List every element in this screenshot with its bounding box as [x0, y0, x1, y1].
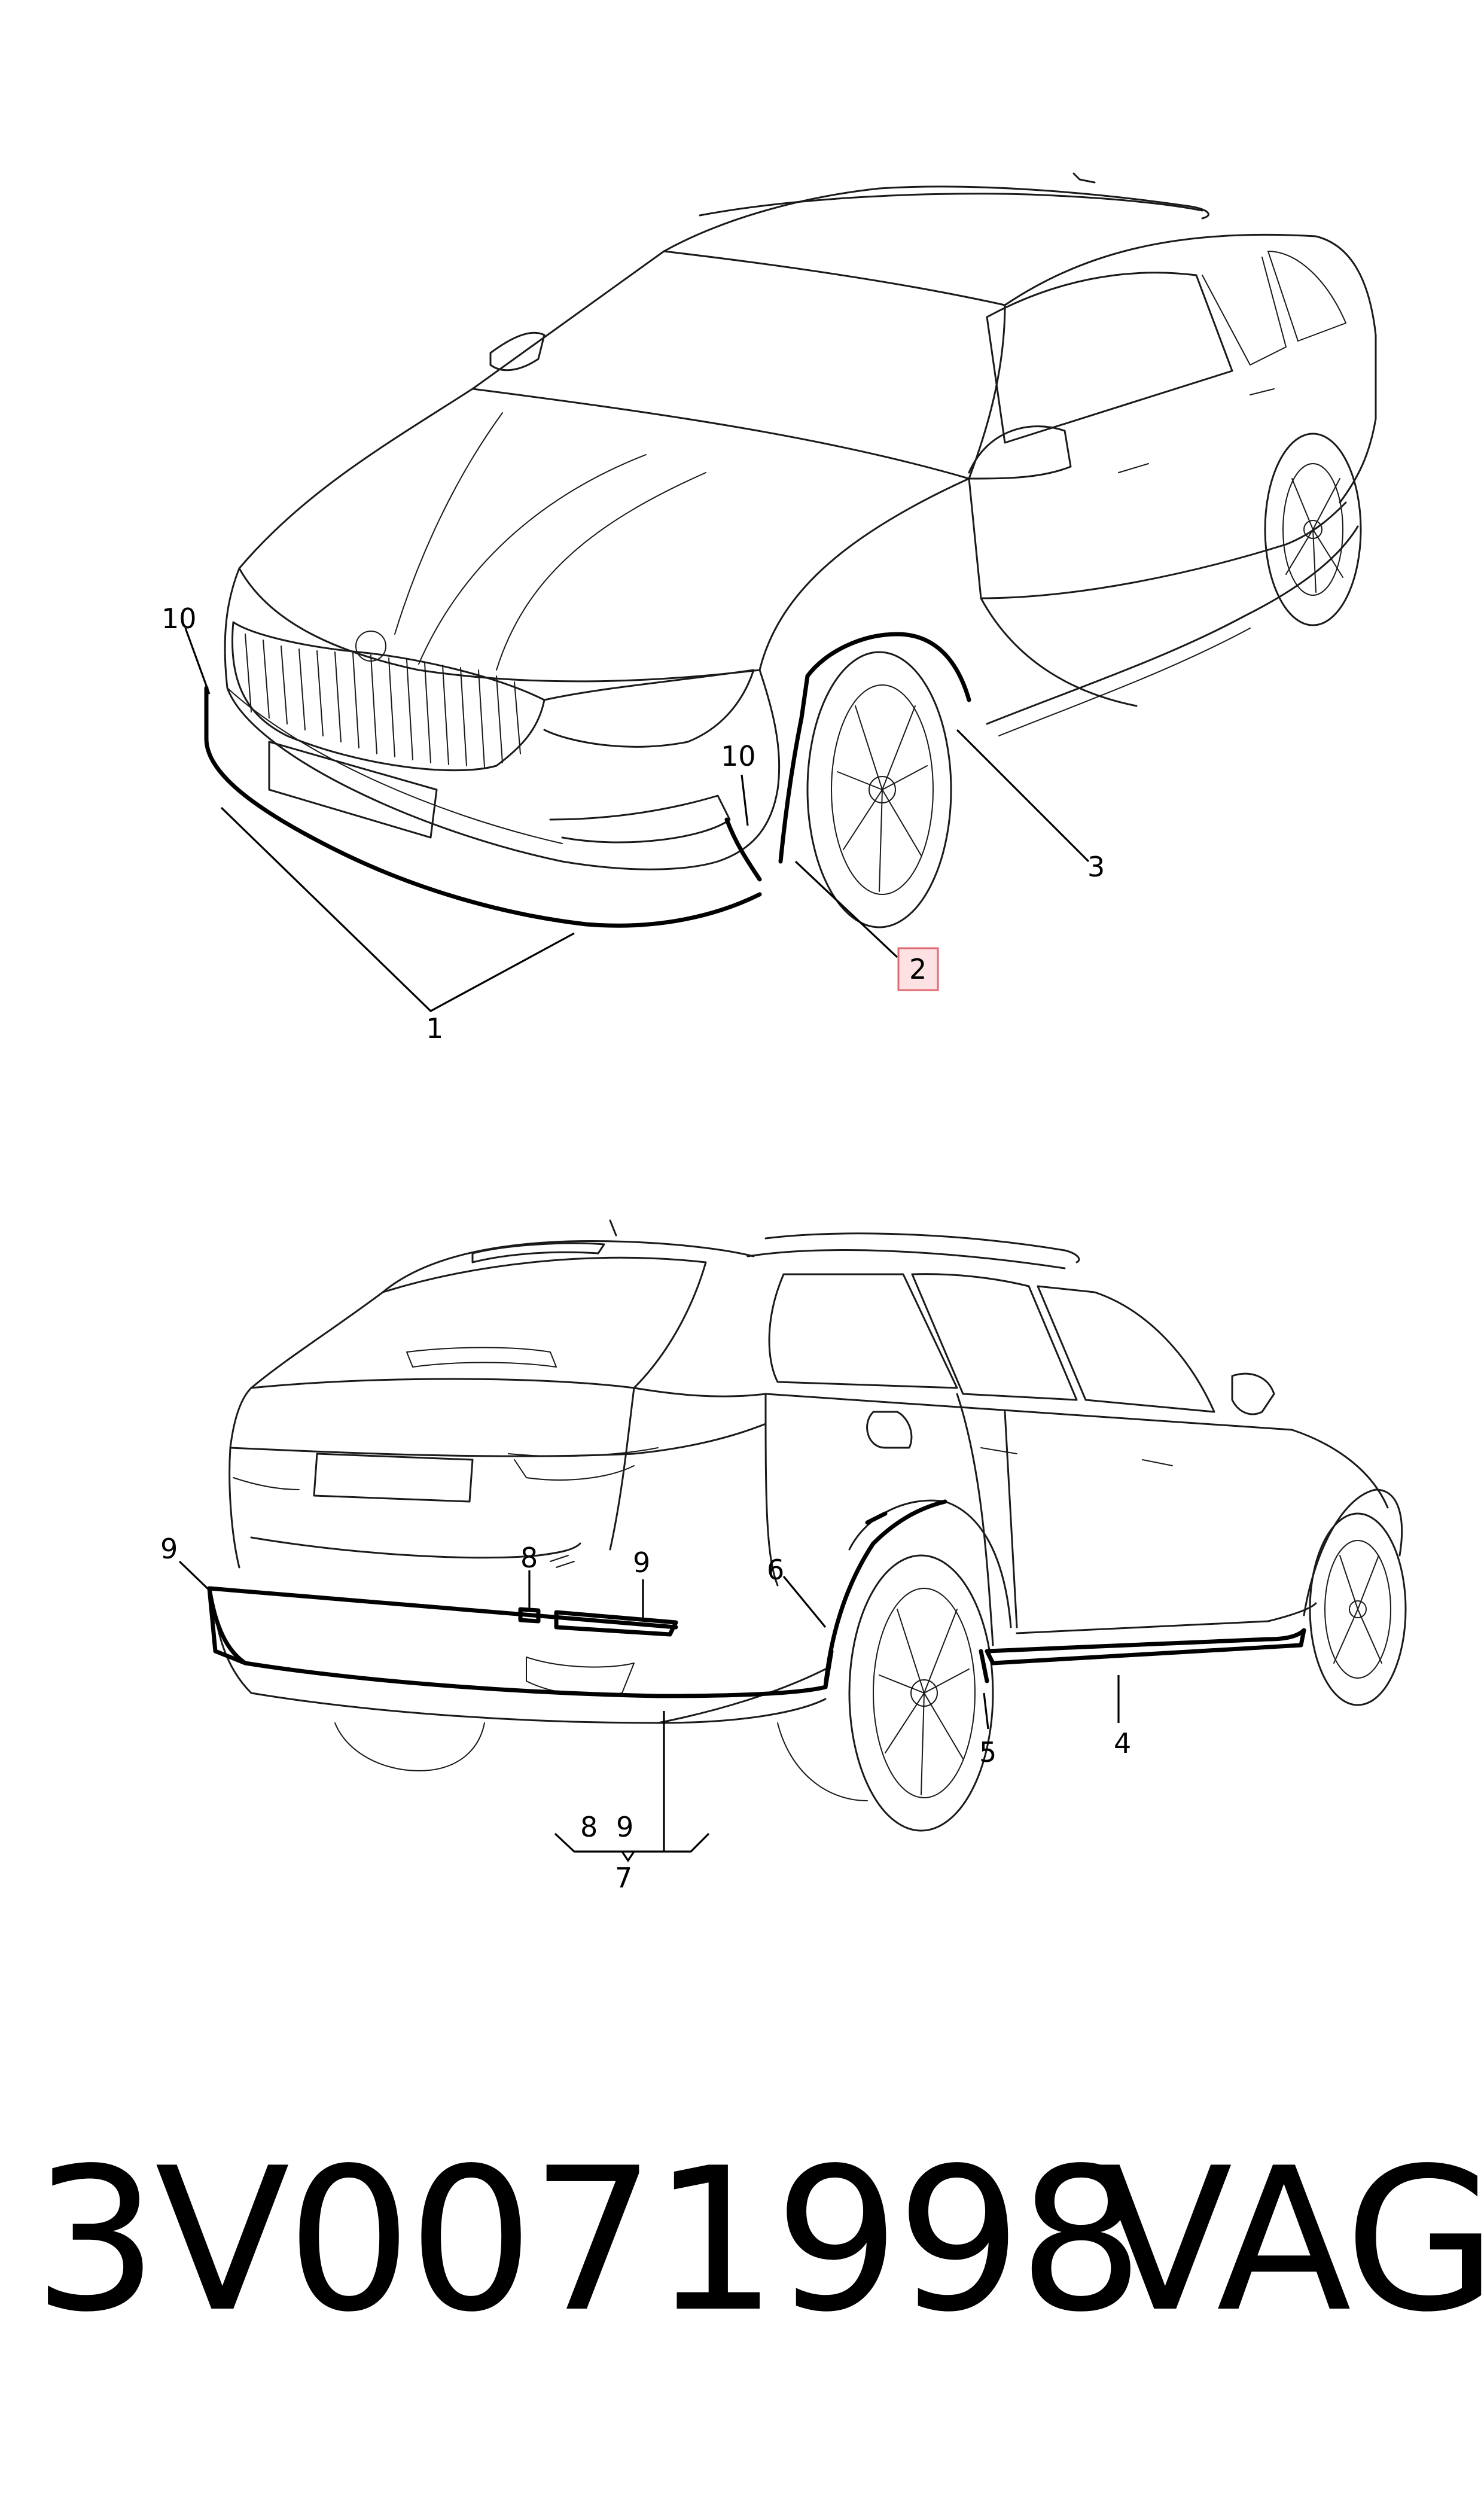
callout-8-group: 8	[580, 1811, 598, 1843]
front-highlighted-parts	[204, 632, 971, 928]
rear-leader-lines	[178, 1560, 1120, 1862]
callout-3: 3	[1087, 851, 1105, 883]
callout-10-front-left: 10	[161, 602, 197, 635]
front-car-illustration	[224, 172, 1377, 928]
rear-highlighted-parts	[207, 1499, 1306, 1698]
callout-6: 6	[767, 1554, 784, 1586]
rear-car-illustration	[214, 1219, 1407, 1832]
callout-2: 2	[909, 953, 927, 985]
front-leader-lines	[184, 628, 1090, 1012]
brand-text: VAG	[1098, 2126, 1484, 2355]
callout-7: 7	[615, 1862, 632, 1894]
callout-9-rear-left: 9	[160, 1533, 178, 1565]
callout-8-rear: 8	[520, 1542, 538, 1574]
callout-9-group: 9	[616, 1811, 633, 1843]
callout-5: 5	[979, 1736, 997, 1768]
front-callouts: 10 10 1 2 3	[161, 602, 1105, 1045]
callout-9-rear-mid: 9	[633, 1546, 650, 1579]
callout-4: 4	[1114, 1727, 1131, 1759]
rear-callouts: 9 8 9 6 5 4 8 9 7	[160, 1533, 1131, 1894]
callout-2-highlight	[897, 947, 939, 991]
callout-1: 1	[426, 1012, 443, 1045]
callout-10-front-right: 10	[721, 740, 756, 772]
part-number-text: 3V0071998	[33, 2126, 1144, 2355]
